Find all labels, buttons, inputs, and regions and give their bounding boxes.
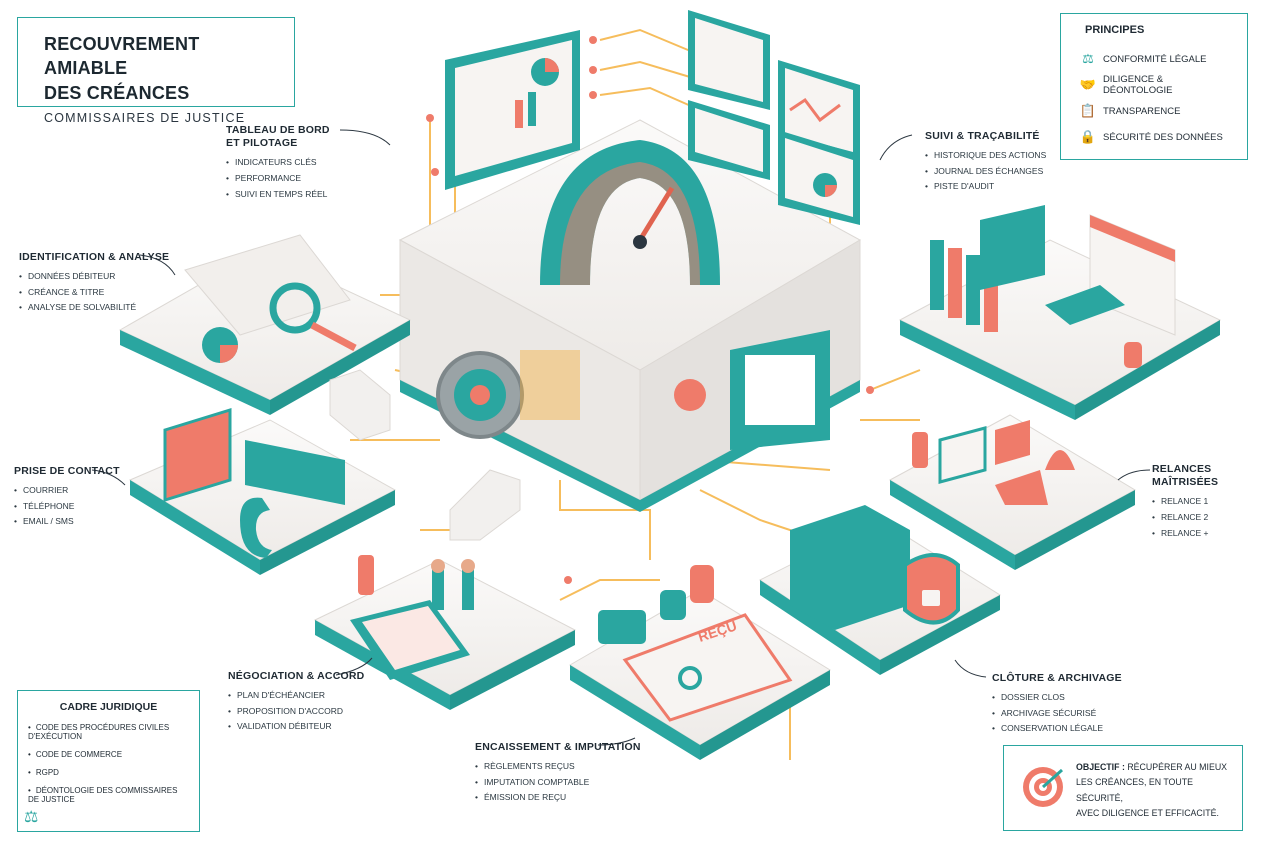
objective-text: LES CRÉANCES, EN TOUTE SÉCURITÉ, [1076,777,1193,803]
platform-suivi [898,205,1222,420]
page-subtitle: COMMISSAIRES DE JUSTICE [44,110,246,125]
stage-item: PROPOSITION D'ACCORD [228,706,364,717]
principle-item: 🔒 SÉCURITÉ DES DONNÉES [1073,124,1235,150]
legal-title: CADRE JURIDIQUE [59,701,158,713]
stage-label-relances: RELANCES MAÎTRISÉES RELANCE 1 RELANCE 2 … [1152,463,1264,543]
stage-title: IDENTIFICATION & ANALYSE [19,251,170,263]
stage-label-identification: IDENTIFICATION & ANALYSE DONNÉES DÉBITEU… [19,251,169,318]
stage-item: CRÉANCE & TITRE [19,287,169,298]
page-title-line2: DES CRÉANCES [44,82,190,103]
platform-contact [128,407,397,575]
stage-item: EMAIL / SMS [14,516,120,527]
stage-title: ET PILOTAGE [226,137,298,150]
platform-relances [888,414,1137,570]
label-arrows [91,129,1151,746]
lock-shield-icon: 🔒 [1079,129,1097,144]
central-building [398,119,862,512]
stage-item: ÉMISSION DE REÇU [475,792,641,803]
stage-item: PLAN D'ÉCHÉANCIER [228,690,364,701]
principle-label: SÉCURITÉ DES DONNÉES [1103,131,1223,143]
stage-label-cloture: CLÔTURE & ARCHIVAGE DOSSIER CLOS ARCHIVA… [992,672,1122,739]
stage-title: PRISE DE CONTACT [14,465,120,477]
connector-nodes [406,36,874,584]
page-title-line1: RECOUVREMENT AMIABLE [44,34,200,79]
stage-title: ENCAISSEMENT & IMPUTATION [475,741,641,753]
principles-box: PRINCIPES ⚖ CONFORMITÉ LÉGALE 🤝 DILIGENC… [1060,13,1248,160]
stage-item: INDICATEURS CLÉS [226,157,330,168]
stage-label-encaissement: ENCAISSEMENT & IMPUTATION RÈGLEMENTS REÇ… [475,741,641,808]
stage-label-suivi: SUIVI & TRAÇABILITÉ HISTORIQUE DES ACTIO… [925,130,1046,197]
stage-item: JOURNAL DES ÉCHANGES [925,166,1046,177]
stage-label-contact: PRISE DE CONTACT COURRIER TÉLÉPHONE EMAI… [14,465,120,532]
stage-item: SUIVI EN TEMPS RÉEL [226,189,330,200]
stage-item: PERFORMANCE [226,173,330,184]
scale-icon: ⚖ [24,809,39,826]
scale-icon: ⚖ [1082,51,1094,66]
stage-item: DONNÉES DÉBITEUR [19,271,169,282]
stage-title: CLÔTURE & ARCHIVAGE [992,672,1122,684]
staircases [329,369,521,541]
stage-item: TÉLÉPHONE [14,501,120,512]
principle-item: 🤝 DILIGENCE & DÉONTOLOGIE [1073,72,1235,98]
clipboard-icon: 📋 [1079,103,1097,118]
stage-item: ARCHIVAGE SÉCURISÉ [992,708,1122,719]
stage-item: COURRIER [14,485,120,496]
title-box: RECOUVREMENT AMIABLE DES CRÉANCES COMMIS… [17,17,295,125]
stage-title: NÉGOCIATION & ACCORD [228,670,365,682]
platform-identification [118,234,412,415]
stage-label-tableau: TABLEAU DE BORD ET PILOTAGE INDICATEURS … [226,124,330,204]
stage-item: ANALYSE DE SOLVABILITÉ [19,302,169,313]
stage-item: RELANCE + [1152,528,1264,539]
platform-encaissement: REÇU [569,565,831,760]
legal-item: CODE DES PROCÉDURES CIVILES D'EXÉCUTION [28,723,189,741]
stage-title: SUIVI & TRAÇABILITÉ [925,130,1040,142]
stage-item: DOSSIER CLOS [992,692,1122,703]
legal-item: DÉONTOLOGIE DES COMMISSAIRES DE JUSTICE [28,786,189,804]
stage-item: RELANCE 2 [1152,512,1264,523]
objective-box: OBJECTIF : RÉCUPÉRER AU MIEUX LES CRÉANC… [1003,745,1243,831]
legal-framework-box: CADRE JURIDIQUE CODE DES PROCÉDURES CIVI… [17,690,200,832]
objective-label: OBJECTIF : [1076,762,1125,772]
objective-text: AVEC DILIGENCE ET EFFICACITÉ. [1076,808,1219,819]
platform-negociation [313,555,577,710]
stage-title: RELANCES MAÎTRISÉES [1152,463,1219,489]
legal-item: CODE DE COMMERCE [28,750,189,759]
principles-title: PRINCIPES [1085,24,1145,36]
handshake-icon: 🤝 [1079,77,1097,92]
principle-label: DILIGENCE & DÉONTOLOGIE [1102,74,1173,96]
principle-label: TRANSPARENCE [1103,105,1181,117]
stage-item: IMPUTATION COMPTABLE [475,777,641,788]
stage-item: RELANCE 1 [1152,496,1264,507]
dashboard-screens [445,10,860,225]
principle-item: ⚖ CONFORMITÉ LÉGALE [1073,46,1235,72]
stage-item: HISTORIQUE DES ACTIONS [925,150,1046,161]
stage-label-negociation: NÉGOCIATION & ACCORD PLAN D'ÉCHÉANCIER P… [228,670,364,737]
principle-label: CONFORMITÉ LÉGALE [1103,53,1207,65]
stage-item: RÈGLEMENTS REÇUS [475,761,641,772]
target-icon [1023,767,1064,807]
stage-title: TABLEAU DE BORD [226,124,330,136]
stage-item: PISTE D'AUDIT [925,181,1046,192]
objective-text: RÉCUPÉRER AU MIEUX [1127,762,1228,772]
legal-item: RGPD [28,768,189,777]
principle-item: 📋 TRANSPARENCE [1073,98,1235,124]
platform-cloture [759,505,1001,675]
stage-item: VALIDATION DÉBITEUR [228,721,364,732]
stage-item: CONSERVATION LÉGALE [992,723,1122,734]
